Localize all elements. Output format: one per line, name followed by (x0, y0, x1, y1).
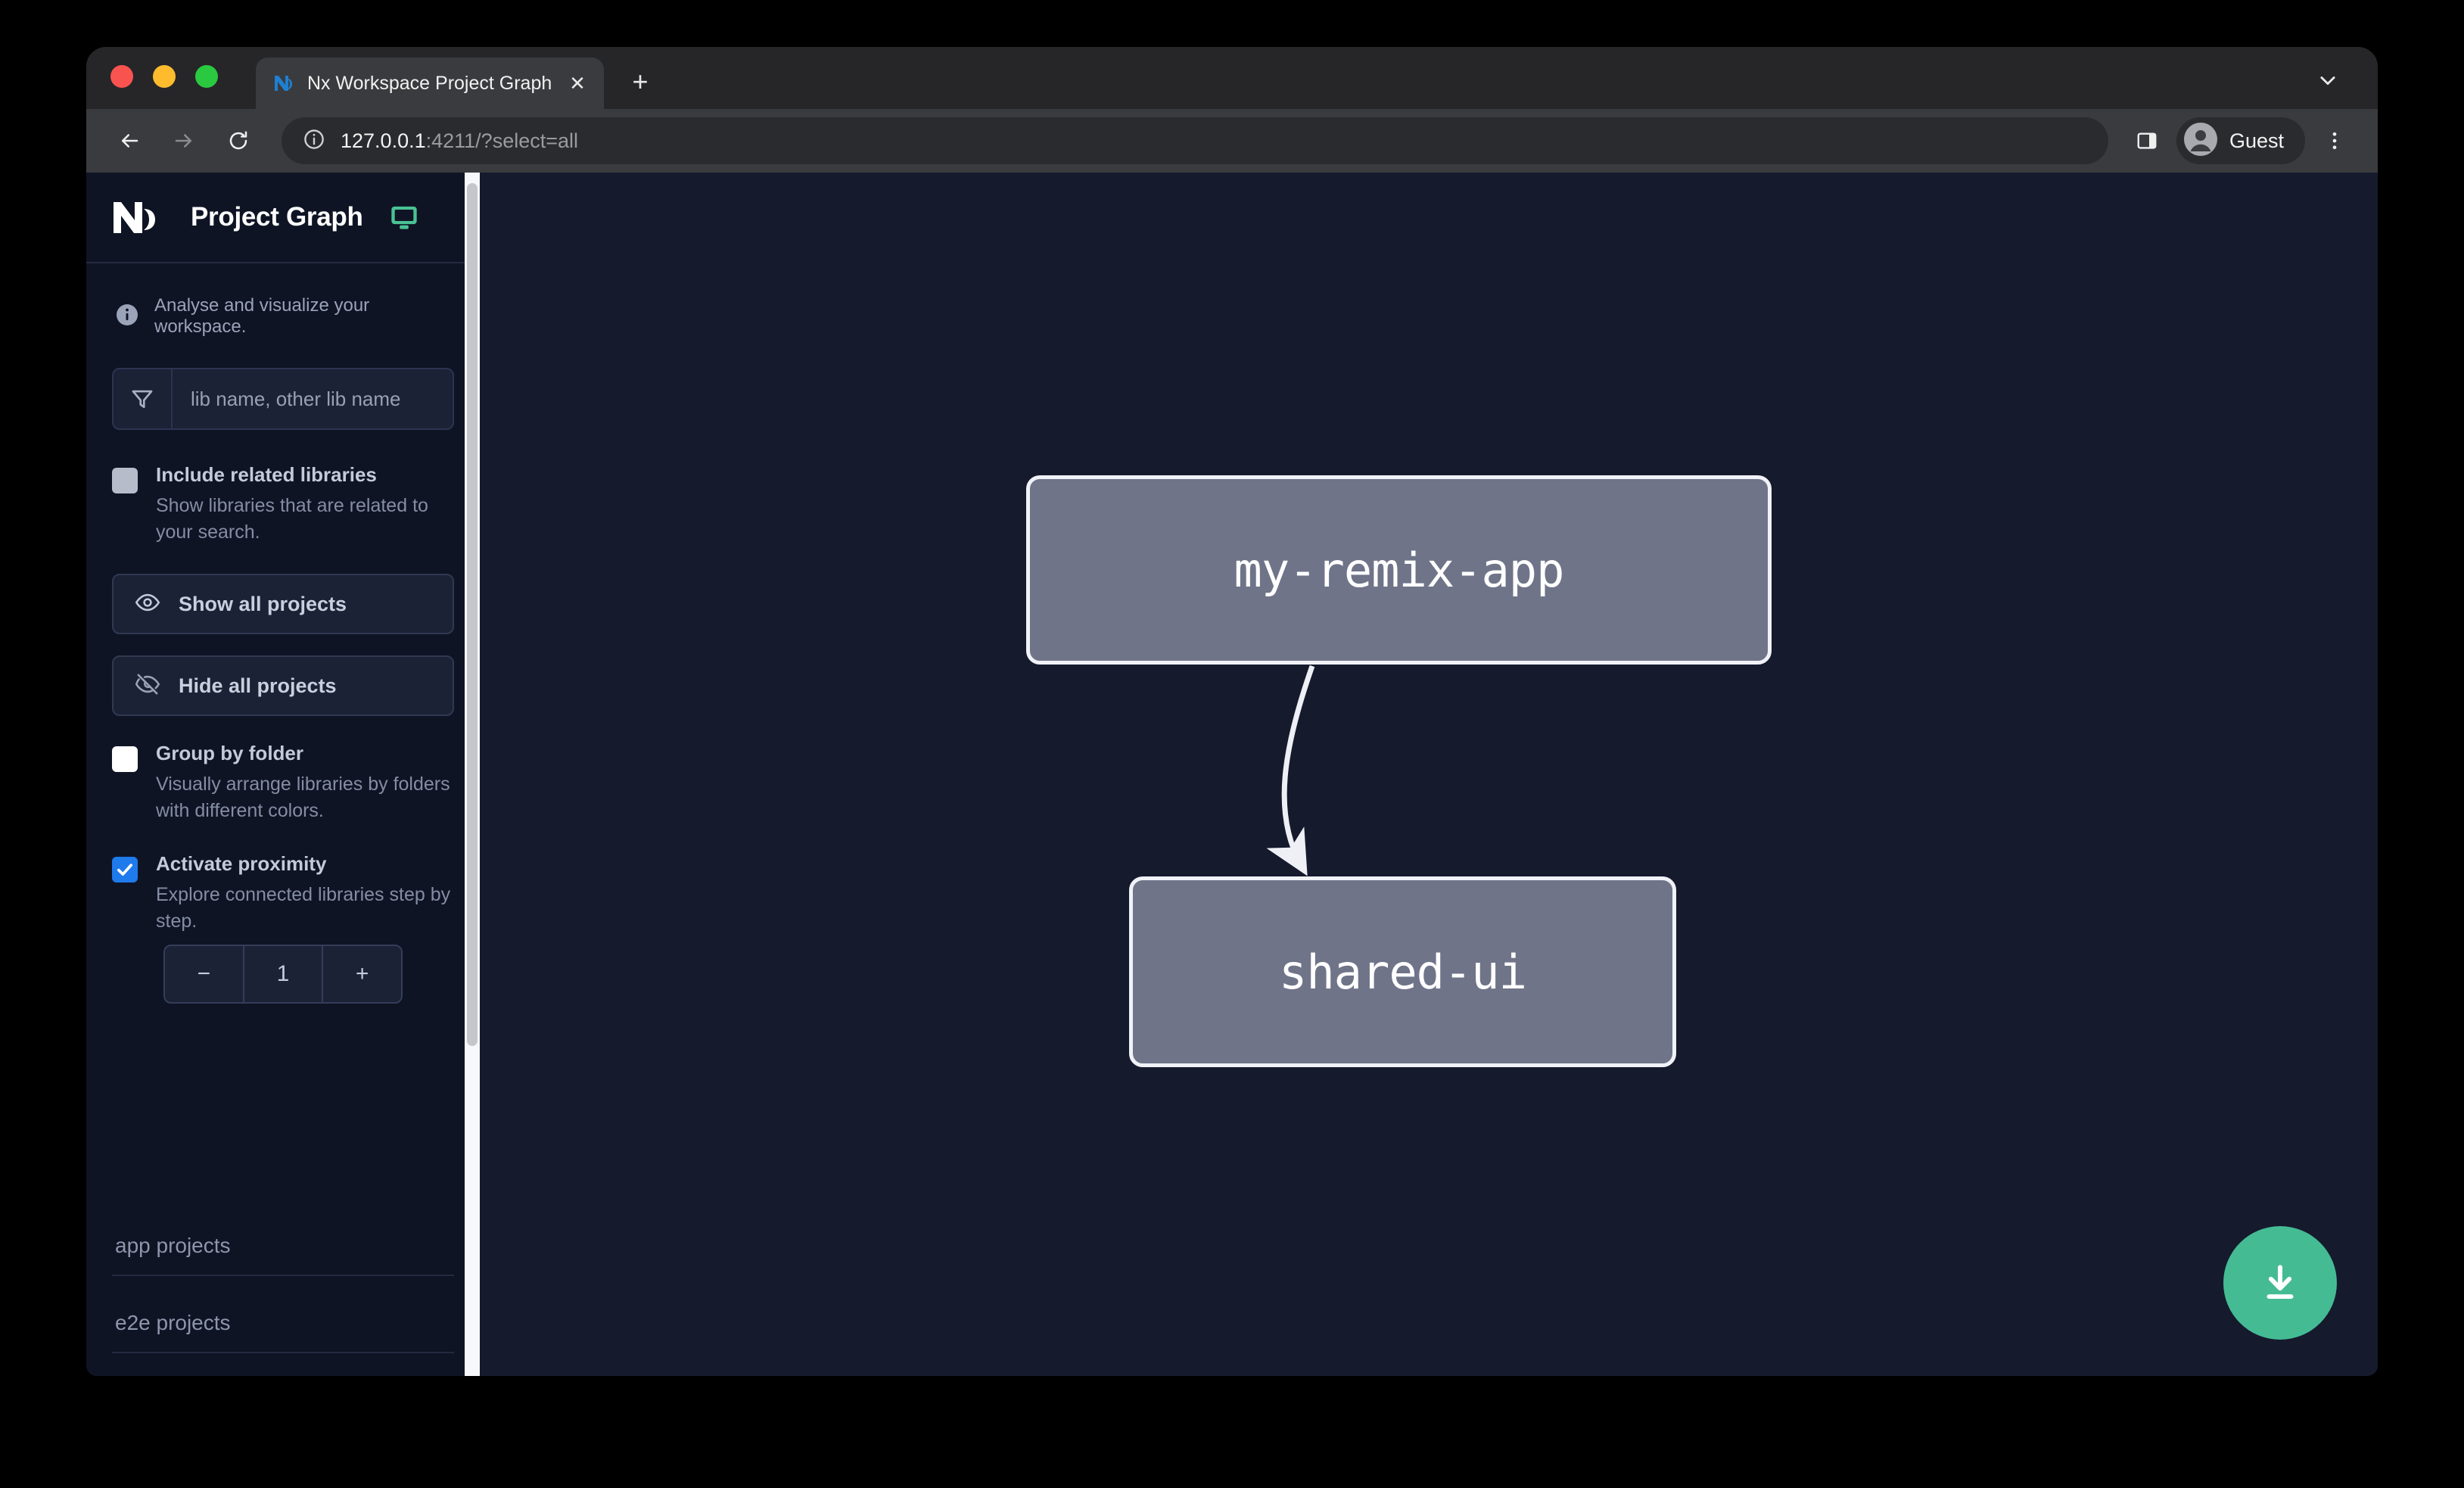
browser-menu-icon[interactable] (2313, 119, 2357, 163)
edge-my-remix-app-to-shared-ui (1266, 665, 1315, 876)
graph-edges (1266, 665, 1315, 876)
option-group-by-folder[interactable]: Group by folder Visually arrange librari… (112, 742, 454, 823)
filter-input-wrapper[interactable]: lib name, other lib name (112, 368, 454, 430)
url-path: :4211/?select=all (425, 129, 579, 152)
project-sections: app projects e2e projects (86, 1199, 480, 1376)
node-label: shared-ui (1279, 944, 1527, 1000)
download-button[interactable] (2223, 1226, 2337, 1340)
graph-node-my-remix-app[interactable]: my-remix-app (1026, 475, 1772, 665)
sidebar: Project Graph (86, 173, 480, 1376)
page-content: Project Graph (86, 173, 2378, 1376)
option-include-related-libraries[interactable]: Include related libraries Show libraries… (112, 463, 454, 545)
url-text: 127.0.0.1:4211/?select=all (341, 129, 578, 153)
chevron-down-icon[interactable] (2313, 65, 2343, 95)
stepper-decrement-button[interactable]: − (197, 961, 211, 986)
proximity-stepper[interactable]: − 1 + (163, 945, 403, 1004)
tab-strip: Nx Workspace Project Graph ✕ + (86, 47, 2378, 109)
option-description: Explore connected libraries step by step… (156, 884, 451, 932)
forward-icon[interactable] (160, 117, 207, 164)
filter-icon (114, 369, 173, 428)
new-tab-button[interactable]: + (632, 66, 649, 97)
eye-icon (135, 590, 160, 619)
nx-favicon-icon (272, 72, 295, 95)
close-window-button[interactable] (110, 65, 133, 88)
section-app-projects[interactable]: app projects (112, 1199, 454, 1276)
sidebar-scrollbar[interactable] (465, 173, 480, 1376)
window-controls (110, 47, 218, 109)
option-title: Include related libraries (156, 463, 377, 486)
minimize-window-button[interactable] (153, 65, 176, 88)
browser-tab[interactable]: Nx Workspace Project Graph ✕ (256, 58, 604, 109)
option-title: Group by folder (156, 742, 303, 764)
scrollbar-thumb[interactable] (467, 183, 478, 1046)
section-e2e-projects[interactable]: e2e projects (112, 1276, 454, 1353)
stepper-value: 1 (242, 946, 324, 1002)
info-text: Analyse and visualize your workspace. (154, 295, 370, 337)
sidebar-header: Project Graph (86, 173, 480, 263)
graph-node-shared-ui[interactable]: shared-ui (1129, 876, 1676, 1067)
button-label: Show all projects (179, 592, 347, 615)
address-bar[interactable]: 127.0.0.1:4211/?select=all (282, 117, 2108, 164)
back-icon[interactable] (106, 117, 153, 164)
browser-window: Nx Workspace Project Graph ✕ + (86, 47, 2378, 1376)
checkbox-activate-proximity[interactable] (112, 857, 138, 883)
search-input[interactable]: lib name, other lib name (191, 387, 401, 410)
side-panel-icon[interactable] (2125, 119, 2169, 163)
button-label: Hide all projects (179, 674, 337, 697)
monitor-icon[interactable] (389, 202, 419, 232)
maximize-window-button[interactable] (195, 65, 218, 88)
avatar (2183, 122, 2217, 160)
page-title: Project Graph (191, 202, 363, 232)
eye-off-icon (135, 671, 160, 701)
profile-name: Guest (2229, 129, 2284, 152)
show-all-projects-button[interactable]: Show all projects (112, 574, 454, 634)
site-info-icon[interactable] (303, 128, 325, 154)
info-banner: Analyse and visualize your workspace. (112, 263, 454, 368)
tab-title: Nx Workspace Project Graph (307, 72, 552, 94)
option-description: Visually arrange libraries by folders wi… (156, 774, 450, 821)
info-icon (115, 303, 139, 331)
browser-toolbar: 127.0.0.1:4211/?select=all Guest (86, 109, 2378, 173)
checkbox-include-related-libraries[interactable] (112, 468, 138, 493)
option-description: Show libraries that are related to your … (156, 495, 428, 543)
hide-all-projects-button[interactable]: Hide all projects (112, 655, 454, 716)
reload-icon[interactable] (215, 117, 262, 164)
checkbox-group-by-folder[interactable] (112, 746, 138, 772)
url-host: 127.0.0.1 (341, 129, 426, 152)
option-title: Activate proximity (156, 852, 327, 875)
close-icon[interactable]: ✕ (569, 72, 586, 95)
option-activate-proximity[interactable]: Activate proximity Explore connected lib… (112, 852, 454, 934)
project-graph-canvas[interactable]: my-remix-app shared-ui (480, 173, 2378, 1376)
sidebar-scroll-area: Analyse and visualize your workspace. li… (86, 263, 480, 1199)
nx-logo-icon (112, 200, 170, 235)
node-label: my-remix-app (1234, 542, 1565, 598)
stepper-increment-button[interactable]: + (355, 961, 369, 986)
profile-chip[interactable]: Guest (2176, 117, 2305, 164)
